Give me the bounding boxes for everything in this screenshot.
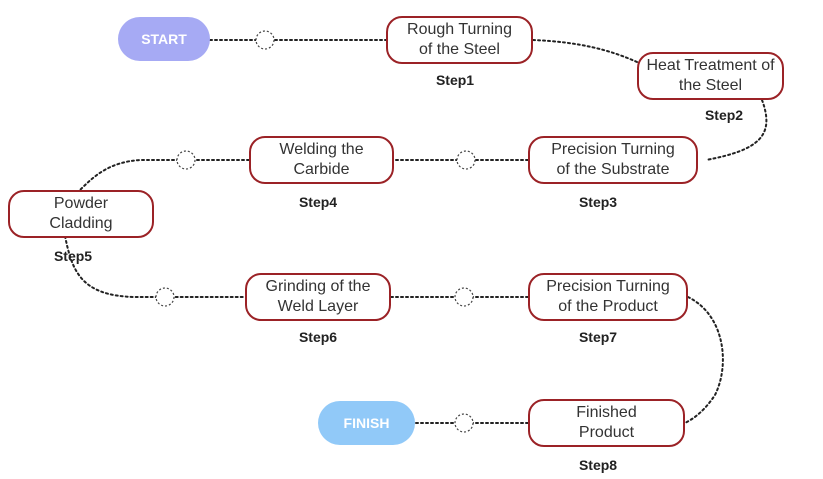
connector-node — [176, 150, 196, 170]
start-node: START — [118, 17, 210, 61]
step8-label: Step8 — [578, 457, 618, 473]
step6-label: Step6 — [298, 329, 338, 345]
connector-node — [155, 287, 175, 307]
step4-box: Welding the Carbide — [249, 136, 394, 184]
step1-box: Rough Turning of the Steel — [386, 16, 533, 64]
step5-box: Powder Cladding — [8, 190, 154, 238]
connector-step4-step5 — [79, 159, 250, 191]
connector-step5-step6 — [64, 235, 246, 298]
connector-step7-step8 — [684, 296, 724, 424]
connector-step1-step2 — [532, 39, 638, 63]
connector-node — [454, 413, 474, 433]
finish-node: FINISH — [318, 401, 415, 445]
step6-box: Grinding of the Weld Layer — [245, 273, 391, 321]
step8-box: Finished Product — [528, 399, 685, 447]
step4-label: Step4 — [298, 194, 338, 210]
step2-label: Step2 — [704, 107, 744, 123]
step2-box: Heat Treatment of the Steel — [637, 52, 784, 100]
connector-node — [456, 150, 476, 170]
step3-box: Precision Turning of the Substrate — [528, 136, 698, 184]
step1-label: Step1 — [435, 72, 475, 88]
connector-step2-step3 — [705, 99, 768, 161]
step7-box: Precision Turning of the Product — [528, 273, 688, 321]
connector-node — [255, 30, 275, 50]
step7-label: Step7 — [578, 329, 618, 345]
step5-label: Step5 — [53, 248, 93, 264]
connector-node — [454, 287, 474, 307]
step3-label: Step3 — [578, 194, 618, 210]
